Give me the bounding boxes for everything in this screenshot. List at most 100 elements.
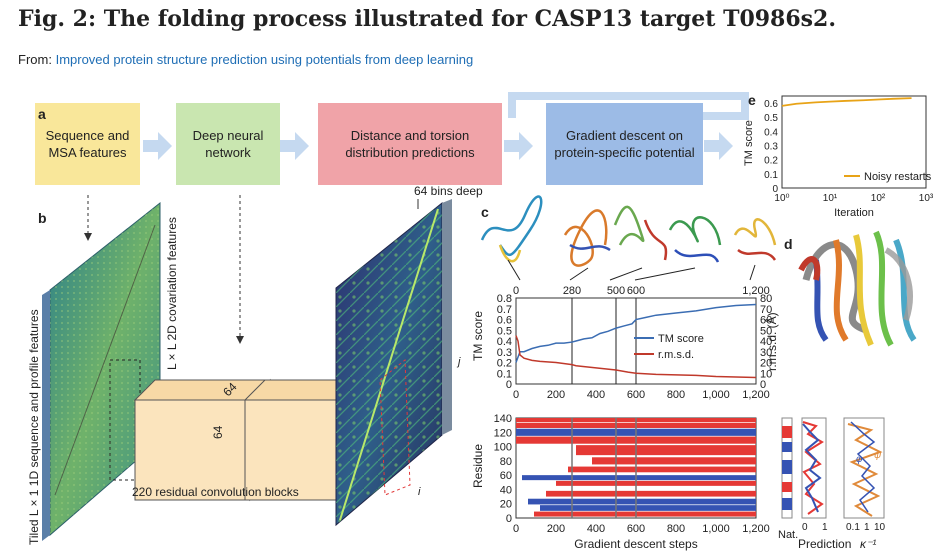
residue-y-tick: 40 [500, 484, 512, 496]
features-1d-label: Tiled L × 1 1D sequence and profile feat… [27, 309, 41, 545]
snapshot-1200 [733, 218, 777, 246]
kappa-label: κ⁻¹ [860, 537, 876, 551]
residue-band [522, 475, 756, 481]
y-tick-label: 0.3 [497, 347, 512, 359]
block1-front [134, 399, 251, 501]
rmsd-line [515, 335, 757, 379]
noisy-restarts-line [781, 97, 912, 107]
tm-rmsd-chart: 00.10.20.30.40.50.60.70.8010203040506070… [471, 285, 779, 401]
native-helix-2 [782, 482, 792, 492]
residue-band [576, 445, 756, 456]
y-tick-label: 0.6 [497, 315, 512, 327]
residue-y-tick: 120 [494, 427, 512, 439]
box-deep-neural-network: Deep neural network [176, 103, 280, 185]
y-tick-label: 0.7 [497, 304, 512, 316]
y-tick-label: 0.4 [497, 336, 512, 348]
pointer-600 [634, 267, 696, 281]
snapshot-0 [480, 195, 543, 257]
tm-score-line [515, 303, 757, 363]
features-2d-label: L × L 2D covariation features [165, 217, 179, 370]
y-right-tick-label: 70 [760, 304, 772, 316]
residue-band [534, 511, 756, 517]
pred-tick-0: 0 [802, 522, 808, 533]
y-right-tick-label: 10 [760, 368, 772, 380]
i-axis-label: i [418, 486, 421, 498]
x-tick-label: 800 [667, 389, 685, 401]
panel-letter-c: c [481, 204, 489, 220]
top-tick-label: 500 [607, 285, 625, 297]
snapshot-600-b [674, 249, 720, 263]
j-axis-label: j [456, 356, 461, 368]
residue-ylabel: Residue [471, 444, 485, 488]
e-y-tick: 0.6 [764, 99, 778, 110]
y-right-tick-label: 80 [760, 293, 772, 305]
figure-title: Fig. 2: The folding process illustrated … [18, 6, 837, 32]
e-y-tick: 0.1 [764, 170, 778, 181]
top-tick-label: 0 [513, 285, 519, 297]
panel-letter-e: e [748, 92, 756, 108]
kappa-tick-1: 1 [864, 522, 870, 533]
structure-red [798, 256, 821, 281]
top-tick-label: 1,200 [742, 285, 770, 297]
residue-x-tick: 1,000 [702, 523, 730, 535]
snapshot-600 [668, 216, 722, 246]
panel-letter-b: b [38, 210, 47, 226]
residue-x-tick: 600 [627, 523, 645, 535]
x-tick-label: 1,200 [742, 389, 770, 401]
pointer-280 [569, 267, 589, 281]
feature-map-edge [42, 290, 50, 541]
residue-y-tick: 140 [494, 413, 512, 425]
arrowhead-network [236, 336, 244, 344]
snapshot-0-tail [498, 244, 522, 263]
e-x-tick: 10² [871, 193, 886, 204]
native-strand-1 [782, 442, 792, 452]
structure-overlay-image [798, 230, 917, 347]
y-right-tick-label: 40 [760, 336, 772, 348]
residue-x-tick: 0 [513, 523, 519, 535]
snapshot-280-b [569, 243, 611, 252]
residue-band [568, 466, 756, 473]
y-right-tick-label: 50 [760, 325, 772, 337]
y-right-tick-label: 60 [760, 315, 772, 327]
x-tick-label: 600 [627, 389, 645, 401]
y-tick-label: 0.1 [497, 368, 512, 380]
torsion-phi-line [850, 421, 876, 513]
panel-letter-a-overlay: a [38, 106, 46, 122]
y-tick-label: 0 [506, 379, 512, 391]
e-x-tick: 10¹ [823, 193, 838, 204]
e-y-tick: 0.5 [764, 113, 778, 124]
arrow-b-to-c [280, 132, 309, 160]
residue-y-tick: 0 [506, 513, 512, 525]
feature-map-diagonal [54, 224, 156, 496]
side-strips: φ ψ Nat. 0 1 0.1 1 10 Prediction κ⁻¹ [778, 417, 886, 551]
residue-x-tick: 400 [587, 523, 605, 535]
bins-deep-label: 64 bins deep [414, 184, 483, 198]
x-tick-label: 0 [513, 389, 519, 401]
pointer-0 [507, 259, 521, 281]
tm-ylabel: TM score [471, 311, 485, 361]
prediction-label: Prediction [798, 537, 851, 551]
panel-letter-d: d [784, 236, 793, 252]
prediction-strand-line [802, 423, 822, 513]
e-x-tick: 10⁰ [774, 193, 789, 204]
e-y-tick: 0.4 [764, 127, 778, 138]
kappa-tick-01: 0.1 [846, 522, 860, 533]
structure-yellow [853, 234, 874, 347]
e-frame [781, 95, 927, 189]
snapshot-500 [613, 205, 645, 246]
legend-tm-label: TM score [658, 333, 704, 345]
e-xlabel: Iteration [834, 207, 874, 219]
pred-tick-1: 1 [822, 522, 828, 533]
structure-cyan [893, 238, 917, 342]
psi-label: ψ [874, 450, 882, 461]
gradient-steps-label: Gradient descent steps [574, 537, 697, 551]
article-link[interactable]: Improved protein structure prediction us… [55, 52, 474, 67]
y-right-tick-label: 30 [760, 347, 772, 359]
y-right-tick-label: 20 [760, 358, 772, 370]
arrowhead-features [84, 233, 92, 241]
structure-gray-1 [802, 241, 868, 334]
e-y-tick: 0.2 [764, 156, 778, 167]
residue-band [592, 457, 756, 465]
native-strand-3 [782, 498, 792, 510]
